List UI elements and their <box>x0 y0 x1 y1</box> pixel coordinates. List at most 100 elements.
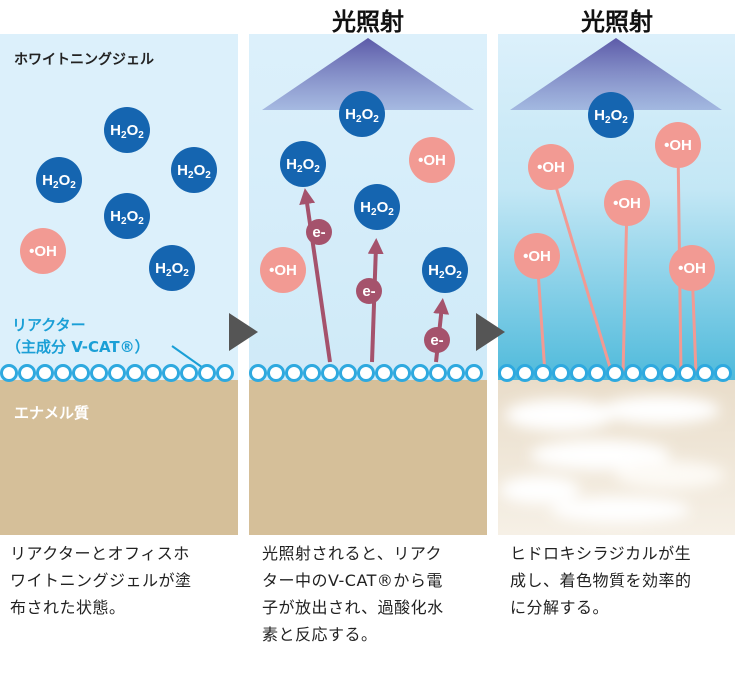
reactor-bead <box>72 364 90 382</box>
reactor-bead <box>516 364 534 382</box>
reactor-bead <box>0 364 18 382</box>
caption-1: リアクターとオフィスホ ワイトニングジェルが塗 布された状態。 <box>10 540 240 621</box>
hydroxyl-radical: •OH <box>528 144 574 190</box>
reactor-bead <box>54 364 72 382</box>
reactor-bead <box>642 364 660 382</box>
hydroxyl-radical: •OH <box>604 180 650 226</box>
h2o2-molecule: H2O2 <box>588 92 634 138</box>
reactor-beads-2 <box>249 364 483 382</box>
reactor-bead <box>162 364 180 382</box>
reactor-bead <box>339 364 357 382</box>
light-beam-2 <box>262 38 474 110</box>
caption-3-line: に分解する。 <box>510 598 610 617</box>
reactor-bead <box>375 364 393 382</box>
caption-1-line: リアクターとオフィスホ <box>10 544 190 563</box>
light-beam-3 <box>510 38 722 110</box>
reactor-bead <box>18 364 36 382</box>
reactor-bead <box>714 364 732 382</box>
radical-trail <box>549 169 614 375</box>
hydroxyl-radical: •OH <box>260 247 306 293</box>
svg-text:•OH: •OH <box>269 262 297 279</box>
reactor-bead <box>357 364 375 382</box>
electron: e- <box>299 188 332 363</box>
caption-1-line: 布された状態。 <box>10 598 126 617</box>
panel-1-initial-state: ホワイトニングジェル エナメル質 リアクター （主成分 V-CAT®） H2O2… <box>0 34 238 535</box>
reactor-bead <box>180 364 198 382</box>
svg-text:e-: e- <box>430 332 443 349</box>
svg-text:H2O2: H2O2 <box>42 172 76 191</box>
h2o2-molecule: H2O2 <box>36 157 82 203</box>
caption-3-line: ヒドロキシラジカルが生 <box>510 544 692 563</box>
reactor-bead <box>393 364 411 382</box>
light-irradiation-heading-2: 光照射 <box>332 8 404 36</box>
svg-text:H2O2: H2O2 <box>110 122 144 141</box>
caption-2: 光照射されると、リアク ター中のV-CAT®から電 子が放出され、過酸化水 素と… <box>262 540 492 648</box>
svg-text:e-: e- <box>312 224 325 241</box>
h2o2-molecule: H2O2 <box>171 147 217 193</box>
reactor-bead <box>108 364 126 382</box>
svg-text:H2O2: H2O2 <box>345 106 379 125</box>
hydroxyl-radical: •OH <box>655 122 701 168</box>
caption-2-line: 光照射されると、リアク <box>262 544 443 563</box>
svg-text:H2O2: H2O2 <box>594 107 628 126</box>
h2o2-molecule: H2O2 <box>339 91 385 137</box>
reactor-bead <box>198 364 216 382</box>
svg-text:H2O2: H2O2 <box>428 262 462 281</box>
reactor-bead <box>447 364 465 382</box>
svg-text:H2O2: H2O2 <box>286 156 320 175</box>
caption-2-line: ター中のV-CAT®から電 <box>262 571 443 590</box>
svg-text:•OH: •OH <box>418 152 446 169</box>
enamel-area-1 <box>0 380 238 535</box>
reactor-bead <box>126 364 144 382</box>
reactor-bead <box>678 364 696 382</box>
hydroxyl-radical: •OH <box>514 233 560 279</box>
reactor-bead <box>429 364 447 382</box>
reactor-bead <box>465 364 483 382</box>
svg-text:e-: e- <box>362 283 375 300</box>
reactor-bead <box>321 364 339 382</box>
enamel-label: エナメル質 <box>14 404 89 422</box>
h2o2-molecule: H2O2 <box>104 193 150 239</box>
electron: e- <box>356 238 384 363</box>
h2o2-molecule: H2O2 <box>280 141 326 187</box>
reactor-beads-1 <box>0 364 234 382</box>
reactor-pointer-line <box>171 345 207 371</box>
reactor-beads-3 <box>498 364 732 382</box>
hydroxyl-radical: •OH <box>409 137 455 183</box>
svg-text:H2O2: H2O2 <box>110 208 144 227</box>
caption-3: ヒドロキシラジカルが生 成し、着色物質を効率的 に分解する。 <box>510 540 735 621</box>
svg-text:•OH: •OH <box>523 248 551 265</box>
h2o2-molecule: H2O2 <box>104 107 150 153</box>
reactor-bead <box>624 364 642 382</box>
reactor-bead <box>552 364 570 382</box>
light-irradiation-heading-3: 光照射 <box>581 8 653 36</box>
reactor-bead <box>249 364 267 382</box>
reactor-bead <box>216 364 234 382</box>
reactor-bead <box>660 364 678 382</box>
reactor-bead <box>696 364 714 382</box>
reactor-bead <box>570 364 588 382</box>
h2o2-molecule: H2O2 <box>149 245 195 291</box>
svg-text:•OH: •OH <box>537 159 565 176</box>
gel-label: ホワイトニングジェル <box>14 51 154 68</box>
reactor-bead <box>606 364 624 382</box>
svg-text:H2O2: H2O2 <box>155 260 189 279</box>
caption-2-line: 素と反応する。 <box>262 625 378 644</box>
electron: e- <box>424 298 450 363</box>
reactor-bead <box>303 364 321 382</box>
caption-1-line: ワイトニングジェルが塗 <box>10 571 192 590</box>
step-arrow-2 <box>476 313 505 351</box>
enamel-area-2 <box>249 380 487 535</box>
svg-text:•OH: •OH <box>678 260 706 277</box>
reactor-bead <box>411 364 429 382</box>
reactor-label-line2: （主成分 V-CAT®） <box>6 338 150 356</box>
reactor-bead <box>36 364 54 382</box>
svg-text:H2O2: H2O2 <box>177 162 211 181</box>
svg-text:•OH: •OH <box>613 195 641 212</box>
svg-text:H2O2: H2O2 <box>360 199 394 218</box>
reactor-bead <box>498 364 516 382</box>
reactor-bead <box>267 364 285 382</box>
caption-2-line: 子が放出され、過酸化水 <box>262 598 444 617</box>
